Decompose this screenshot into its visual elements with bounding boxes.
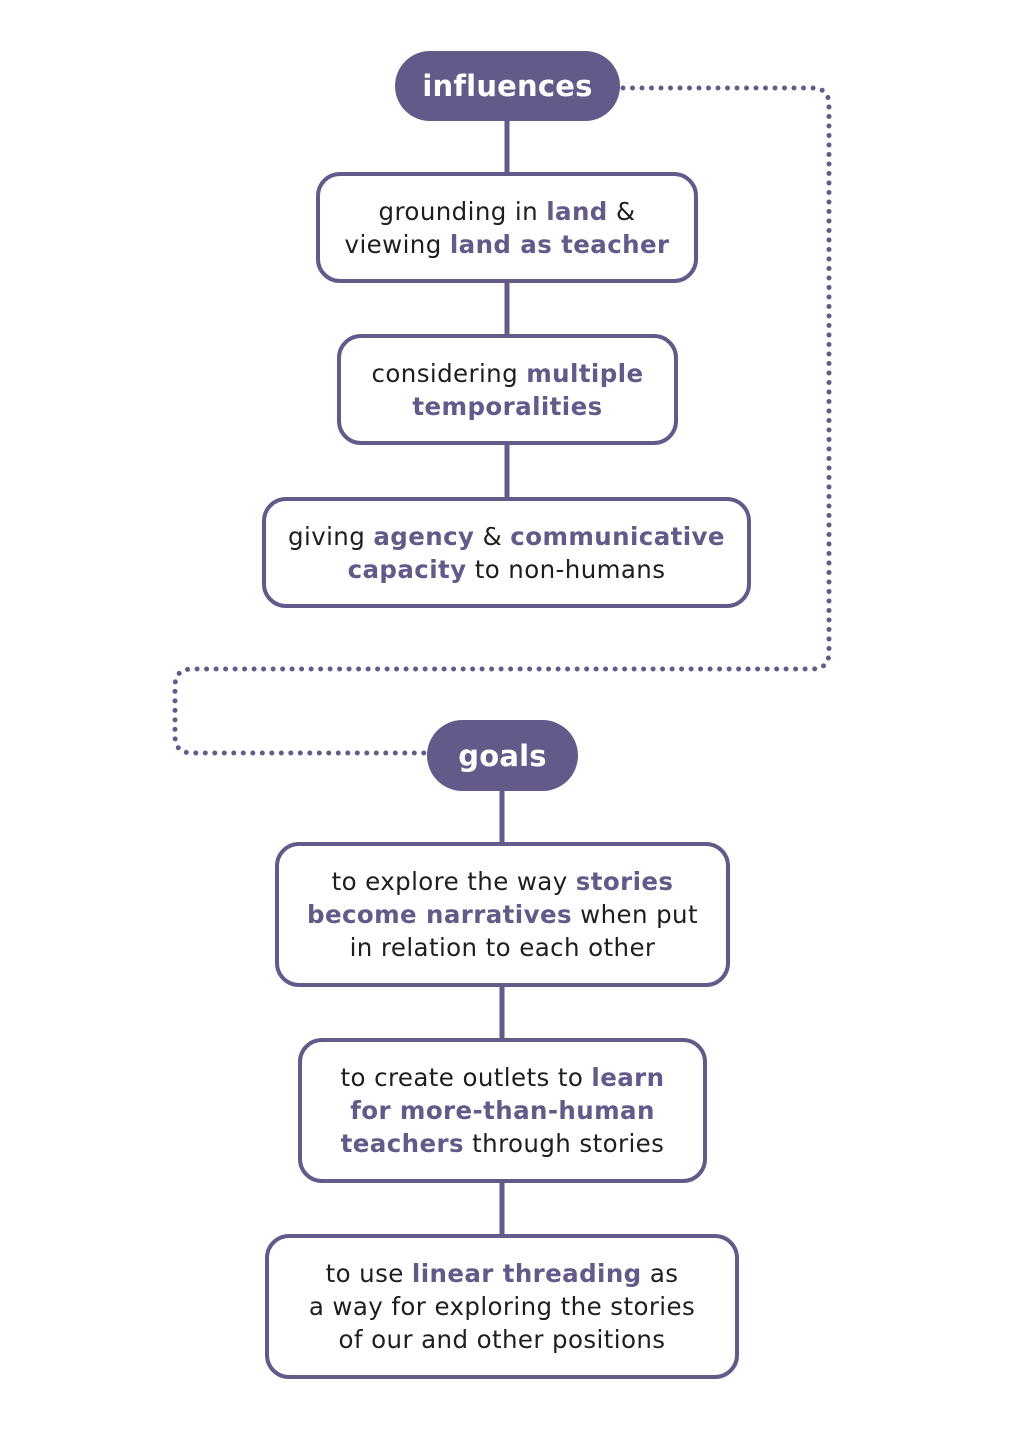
box-text-line: a way for exploring the stories — [309, 1290, 695, 1323]
highlight-text: land — [546, 196, 608, 226]
body-text: considering — [371, 358, 527, 388]
box-text-line: in relation to each other — [350, 931, 656, 964]
box-text-line: of our and other positions — [339, 1323, 666, 1356]
body-text: to explore the way — [331, 867, 576, 896]
body-text: viewing — [344, 229, 450, 259]
highlight-text: temporalities — [412, 391, 603, 421]
box-text-line: to explore the way stories — [332, 865, 674, 898]
highlight-text: land as teacher — [449, 229, 670, 259]
body-text: of our and other positions — [338, 1325, 666, 1354]
box-text-line: capacity to non-humans — [348, 553, 666, 586]
body-text: as — [641, 1259, 679, 1288]
highlight-text: capacity — [347, 554, 467, 584]
box-text-line: to use linear threading as — [326, 1257, 679, 1290]
box-text-line: teachers through stories — [341, 1127, 665, 1160]
body-text: to use — [325, 1259, 412, 1288]
highlight-text: become narratives — [307, 900, 572, 929]
box-text-line: temporalities — [412, 390, 602, 423]
body-text: grounding in — [378, 196, 547, 226]
body-text: through stories — [463, 1129, 665, 1158]
highlight-text: learn — [591, 1063, 665, 1092]
goals-label: goals — [458, 738, 547, 773]
body-text: when put — [571, 900, 698, 929]
box-text-line: to create outlets to learn — [341, 1061, 665, 1094]
body-text: a way for exploring the stories — [308, 1292, 696, 1321]
box-text-line: giving agency & communicative — [288, 520, 725, 553]
body-text: & — [474, 521, 511, 551]
influences-label: influences — [422, 69, 593, 103]
body-text: & — [607, 196, 636, 226]
body-text: in relation to each other — [349, 933, 656, 962]
highlight-text: teachers — [340, 1129, 464, 1158]
influence-box-land: grounding in land &viewing land as teach… — [316, 172, 698, 283]
box-text-line: considering multiple — [372, 357, 644, 390]
influences-pill: influences — [395, 51, 620, 121]
highlight-text: agency — [373, 521, 475, 551]
box-text-line: for more-than-human — [350, 1094, 655, 1127]
highlight-text: for more-than-human — [350, 1096, 655, 1125]
dotted-link-influences-to-goals — [172, 85, 832, 756]
body-text: to non-humans — [466, 554, 666, 584]
box-text-line: grounding in land & — [379, 195, 636, 228]
body-text: to create outlets to — [340, 1063, 592, 1092]
highlight-text: communicative — [510, 521, 725, 551]
highlight-text: linear threading — [411, 1259, 642, 1288]
goals-pill: goals — [427, 720, 578, 791]
highlight-text: stories — [575, 867, 674, 896]
body-text: giving — [288, 521, 374, 551]
box-text-line: become narratives when put — [307, 898, 698, 931]
box-text-line: viewing land as teacher — [345, 228, 670, 261]
highlight-text: multiple — [526, 358, 644, 388]
